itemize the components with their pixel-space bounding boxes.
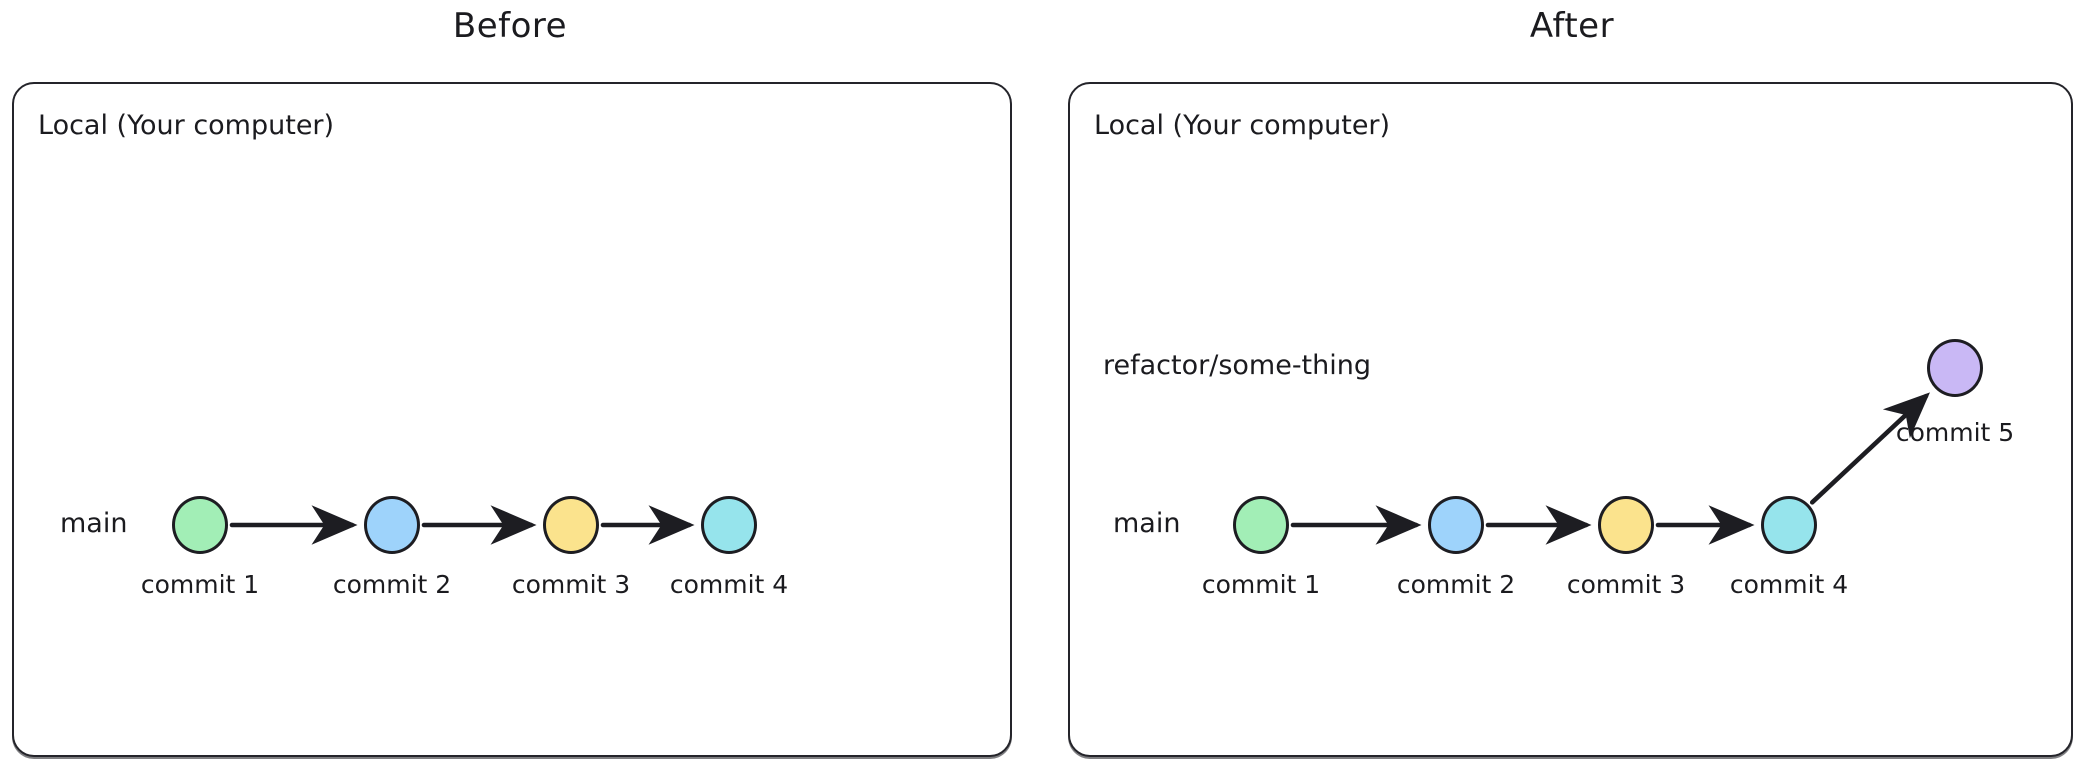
commit-label-commit-2: commit 2 (1396, 570, 1516, 599)
panel-before-container-label: Local (Your computer) (38, 110, 335, 141)
commit-label-commit-4: commit 4 (669, 570, 789, 599)
branch-label-refactor-some-thing: refactor/some-thing (1103, 350, 1372, 381)
commit-label-commit-2: commit 2 (332, 570, 452, 599)
commit-node-commit-3[interactable] (1598, 496, 1654, 554)
commit-label-commit-4: commit 4 (1729, 570, 1849, 599)
panel-title-after: After (1529, 6, 1615, 46)
commit-node-commit-5[interactable] (1927, 339, 1983, 397)
commit-node-commit-2[interactable] (1428, 496, 1484, 554)
commit-label-commit-1: commit 1 (1201, 570, 1321, 599)
commit-label-commit-3: commit 3 (511, 570, 631, 599)
branch-label-main-after: main (1113, 508, 1181, 539)
commit-label-commit-5: commit 5 (1895, 418, 2015, 447)
commit-node-commit-3[interactable] (543, 496, 599, 554)
commit-node-commit-4[interactable] (1761, 496, 1817, 554)
commit-node-commit-2[interactable] (364, 496, 420, 554)
commit-node-commit-4[interactable] (701, 496, 757, 554)
commit-label-commit-1: commit 1 (140, 570, 260, 599)
panel-after-container-label: Local (Your computer) (1094, 110, 1391, 141)
branch-label-main-before: main (60, 508, 128, 539)
commit-node-commit-1[interactable] (1233, 496, 1289, 554)
commit-label-commit-3: commit 3 (1566, 570, 1686, 599)
panel-before: Local (Your computer) (12, 82, 1012, 757)
panel-title-before: Before (452, 6, 568, 46)
commit-node-commit-1[interactable] (172, 496, 228, 554)
